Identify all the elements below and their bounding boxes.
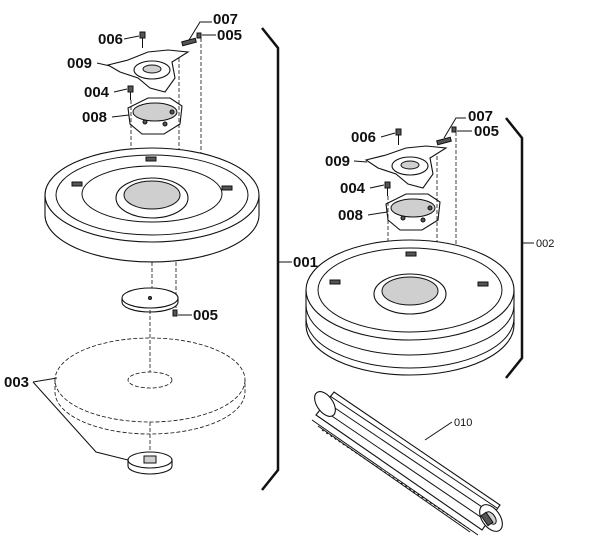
screw-005-left-mid <box>172 309 178 317</box>
leader-008-right <box>367 211 388 216</box>
spacer-007-left <box>181 37 197 47</box>
hub-008-right <box>385 193 441 231</box>
callout-labels: 006 007 005 009 004 008 001 005 003 006 … <box>4 11 554 429</box>
label-004-left: 004 <box>84 84 110 101</box>
leader-010 <box>424 421 453 441</box>
label-008-left: 008 <box>82 109 107 126</box>
label-007-right: 007 <box>468 108 493 125</box>
label-006-left: 006 <box>98 31 123 48</box>
label-005-right: 005 <box>474 123 499 140</box>
bracket-002 <box>505 117 524 379</box>
pad-holder-left <box>127 451 173 475</box>
leader-009-right <box>353 160 368 163</box>
drive-plate-009-left <box>106 49 190 93</box>
leader-007-right <box>443 117 466 139</box>
pad-driver-001-left <box>44 147 260 263</box>
label-004-right: 004 <box>340 180 366 197</box>
bracket-001 <box>261 27 280 491</box>
leader-003-left-b <box>32 381 129 461</box>
label-005-left-mid: 005 <box>193 307 218 324</box>
label-010: 010 <box>454 417 472 429</box>
screw-004-left <box>127 85 134 100</box>
label-001: 001 <box>293 254 318 271</box>
leader-003-left-a <box>32 377 58 383</box>
leader-007-left <box>188 21 212 41</box>
pad-driver-002-right <box>305 239 515 376</box>
screw-005-left-top <box>196 32 202 39</box>
leader-008-left <box>111 114 130 118</box>
screw-004-right <box>384 181 391 196</box>
label-009-left: 009 <box>67 55 92 72</box>
hub-008-left <box>127 97 183 135</box>
leader-006-left <box>123 35 140 40</box>
leader-004-right <box>369 184 385 189</box>
center-plate-left <box>121 287 179 313</box>
label-002: 002 <box>536 238 554 250</box>
label-008-right: 008 <box>338 207 363 224</box>
leader-009-left <box>96 62 111 67</box>
leader-004-left <box>113 88 128 93</box>
screw-006-right <box>395 128 402 145</box>
leader-006-right <box>380 132 396 138</box>
label-005-left-top: 005 <box>217 27 242 44</box>
screw-005-right <box>451 126 457 133</box>
drive-plate-009-right <box>364 145 448 189</box>
brush-roller-010 <box>311 391 503 536</box>
label-009-right: 009 <box>325 153 350 170</box>
left-assembly <box>32 21 292 491</box>
spacer-007-right <box>436 136 452 146</box>
screw-006-left <box>139 31 146 48</box>
label-006-right: 006 <box>351 129 376 146</box>
label-003: 003 <box>4 374 29 391</box>
label-007-left: 007 <box>213 11 238 28</box>
right-assembly <box>305 117 534 536</box>
